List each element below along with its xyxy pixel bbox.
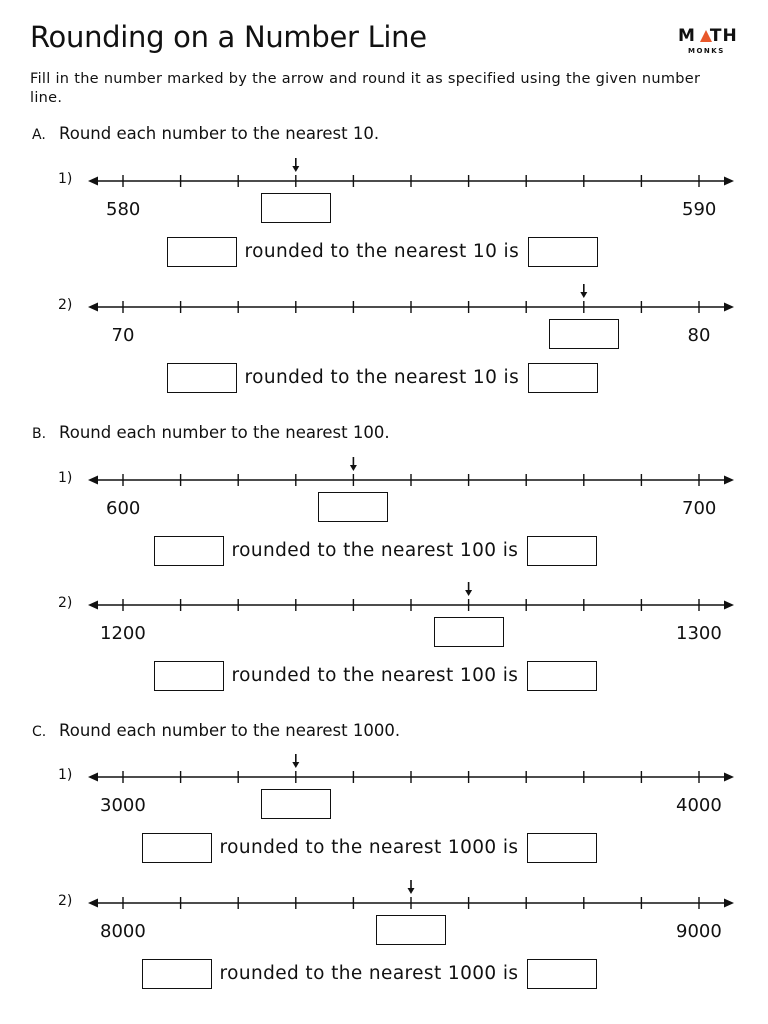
rounded-answer-input-box[interactable] <box>527 237 598 267</box>
left-arrowhead-icon <box>88 176 98 186</box>
number-input-box[interactable] <box>153 536 224 566</box>
rounding-sentence-row: rounded to the nearest 100 is <box>0 536 768 570</box>
left-arrowhead-icon <box>88 600 98 610</box>
section-heading-text: Round each number to the nearest 10. <box>59 124 380 143</box>
number-input-box[interactable] <box>166 237 237 267</box>
number-line <box>88 284 734 313</box>
rounding-sentence-text: rounded to the nearest 10 is <box>244 241 520 262</box>
number-input-box[interactable] <box>141 833 212 863</box>
number-input-box[interactable] <box>166 363 237 393</box>
end-label: 9000 <box>676 921 722 942</box>
logo-word: M TH <box>678 26 738 46</box>
marker-arrow-icon <box>349 465 357 471</box>
problem-number: 2) <box>58 297 73 313</box>
problem-number: 1) <box>58 171 73 187</box>
number-line <box>88 754 734 783</box>
end-label: 590 <box>682 199 717 220</box>
marker-arrow-icon <box>465 590 473 596</box>
end-label: 80 <box>687 325 711 346</box>
problem-number: 1) <box>58 470 73 486</box>
logo-letter-m: M <box>678 26 696 46</box>
marked-number-input-box[interactable] <box>260 193 331 223</box>
rounding-sentence-text: rounded to the nearest 100 is <box>231 540 519 561</box>
marked-number-input-box[interactable] <box>260 789 331 819</box>
number-line <box>88 457 734 486</box>
logo-triangle-icon <box>700 30 712 42</box>
start-label: 1200 <box>100 623 146 644</box>
marker-arrow-icon <box>292 762 300 768</box>
rounded-answer-input-box[interactable] <box>526 536 597 566</box>
rounded-answer-input-box[interactable] <box>526 833 597 863</box>
number-input-box[interactable] <box>153 661 224 691</box>
section-letter: B. <box>32 426 47 442</box>
rounded-answer-input-box[interactable] <box>527 363 598 393</box>
math-monks-logo: M TH MONKS <box>678 26 740 56</box>
start-label: 580 <box>106 199 141 220</box>
number-line <box>88 158 734 187</box>
right-arrowhead-icon <box>724 302 734 312</box>
end-label: 1300 <box>676 623 722 644</box>
right-arrowhead-icon <box>724 898 734 908</box>
logo-letters-th: TH <box>709 26 738 46</box>
end-label: 700 <box>682 498 717 519</box>
rounding-sentence-row: rounded to the nearest 100 is <box>0 661 768 695</box>
start-label: 8000 <box>100 921 146 942</box>
marker-arrow-icon <box>407 888 415 894</box>
start-label: 3000 <box>100 795 146 816</box>
right-arrowhead-icon <box>724 176 734 186</box>
section-heading: C. Round each number to the nearest 1000. <box>32 721 400 740</box>
number-line <box>88 582 734 611</box>
end-label: 4000 <box>676 795 722 816</box>
rounding-sentence-row: rounded to the nearest 10 is <box>0 237 768 271</box>
marked-number-input-box[interactable] <box>318 492 389 522</box>
marked-number-input-box[interactable] <box>548 319 619 349</box>
right-arrowhead-icon <box>724 600 734 610</box>
left-arrowhead-icon <box>88 898 98 908</box>
section-heading-text: Round each number to the nearest 100. <box>59 423 390 442</box>
problem-number: 1) <box>58 767 73 783</box>
marker-arrow-icon <box>292 166 300 172</box>
rounding-sentence-row: rounded to the nearest 10 is <box>0 363 768 397</box>
section-heading-text: Round each number to the nearest 1000. <box>59 721 401 740</box>
marker-arrow-icon <box>580 292 588 298</box>
rounding-sentence-text: rounded to the nearest 100 is <box>231 665 519 686</box>
right-arrowhead-icon <box>724 475 734 485</box>
start-label: 600 <box>106 498 141 519</box>
problem-number: 2) <box>58 595 73 611</box>
section-letter: C. <box>32 724 47 740</box>
left-arrowhead-icon <box>88 772 98 782</box>
right-arrowhead-icon <box>724 772 734 782</box>
number-input-box[interactable] <box>141 959 212 989</box>
marked-number-input-box[interactable] <box>376 915 446 945</box>
marked-number-input-box[interactable] <box>433 617 504 647</box>
logo-subword: MONKS <box>688 47 725 55</box>
rounding-sentence-text: rounded to the nearest 1000 is <box>219 837 519 858</box>
rounding-sentence-row: rounded to the nearest 1000 is <box>0 959 768 993</box>
rounding-sentence-text: rounded to the nearest 10 is <box>244 367 520 388</box>
start-label: 70 <box>111 325 135 346</box>
rounded-answer-input-box[interactable] <box>526 959 597 989</box>
section-heading: A. Round each number to the nearest 10. <box>32 124 379 143</box>
page-title: Rounding on a Number Line <box>30 20 427 54</box>
instructions: Fill in the number marked by the arrow a… <box>30 71 701 106</box>
section-letter: A. <box>32 127 46 143</box>
number-line <box>88 880 734 909</box>
left-arrowhead-icon <box>88 475 98 485</box>
left-arrowhead-icon <box>88 302 98 312</box>
rounding-sentence-text: rounded to the nearest 1000 is <box>219 963 519 984</box>
problem-number: 2) <box>58 893 73 909</box>
section-heading: B. Round each number to the nearest 100. <box>32 423 390 442</box>
rounded-answer-input-box[interactable] <box>526 661 597 691</box>
rounding-sentence-row: rounded to the nearest 1000 is <box>0 833 768 867</box>
